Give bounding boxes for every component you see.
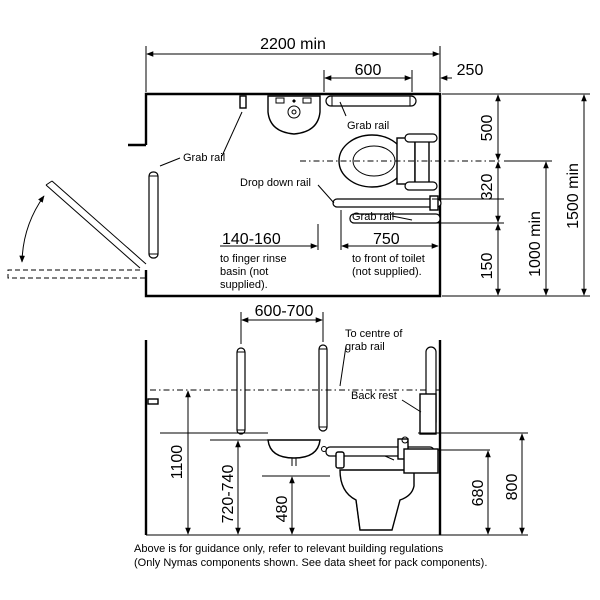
plan-grab-rail-left [148, 171, 159, 259]
label-back-rest: Back rest [351, 390, 397, 402]
elev-wall-fitting [147, 398, 159, 405]
dim-right-offset: 250 [457, 62, 484, 79]
dim-depth-500: 500 [479, 115, 496, 142]
footer-line-2: (Only Nymas components shown. See data s… [134, 557, 487, 569]
label-drop-down-rail: Drop down rail [240, 177, 311, 189]
footer-line-1: Above is for guidance only, refer to rel… [134, 543, 444, 555]
label-grab-rail-top: Grab rail [347, 120, 389, 132]
dim-800: 800 [504, 474, 521, 501]
plan-grab-rail-top [325, 95, 417, 107]
dim-depth-150: 150 [479, 253, 496, 280]
plan-wall-fitting [239, 95, 247, 109]
elev-toilet [339, 469, 415, 531]
dim-overall-width: 2200 min [260, 36, 326, 53]
footer-notes: Above is for guidance only, refer to rel… [134, 543, 487, 569]
dim-1100: 1100 [169, 445, 186, 480]
dim-depth-320: 320 [479, 174, 496, 201]
elev-grab-rail-left [236, 347, 246, 435]
plan-basin [267, 95, 321, 135]
dim-height-1500: 1500 min [565, 163, 582, 229]
plan-wall-outline [144, 92, 442, 298]
elev-basin [267, 439, 327, 466]
label-grab-rail-left: Grab rail [183, 152, 225, 164]
dim-600-700: 600-700 [255, 303, 314, 320]
note-toilet: to front of toilet (not supplied). [352, 253, 428, 278]
elevation-view: 600-700 To centre of grab rail Back rest [144, 303, 528, 536]
dim-480: 480 [274, 496, 291, 523]
door-swing [7, 180, 147, 279]
label-grab-rail-bottom: Grab rail [352, 211, 394, 223]
note-basin: to finger rinse basin (not supplied). [220, 253, 290, 291]
elev-drop-down-rail [325, 436, 439, 474]
dim-height-1000: 1000 min [527, 211, 544, 277]
dim-680: 680 [470, 480, 487, 507]
dim-750: 750 [373, 231, 400, 248]
dim-basin-offset: 600 [355, 62, 382, 79]
plan-grab-rail-bottom [349, 213, 441, 224]
dim-720-740: 720-740 [220, 465, 237, 524]
plan-view: Grab rail Grab rail Drop down rail Grab … [7, 36, 590, 298]
elev-back-rest [419, 346, 437, 435]
elev-grab-rail-right [318, 344, 328, 432]
plan-back-rest [404, 133, 438, 143]
plan-drop-down-rail [332, 195, 442, 211]
note-centre-grab-rail: To centre of grab rail [345, 328, 406, 353]
dim-140-160: 140-160 [222, 231, 281, 248]
